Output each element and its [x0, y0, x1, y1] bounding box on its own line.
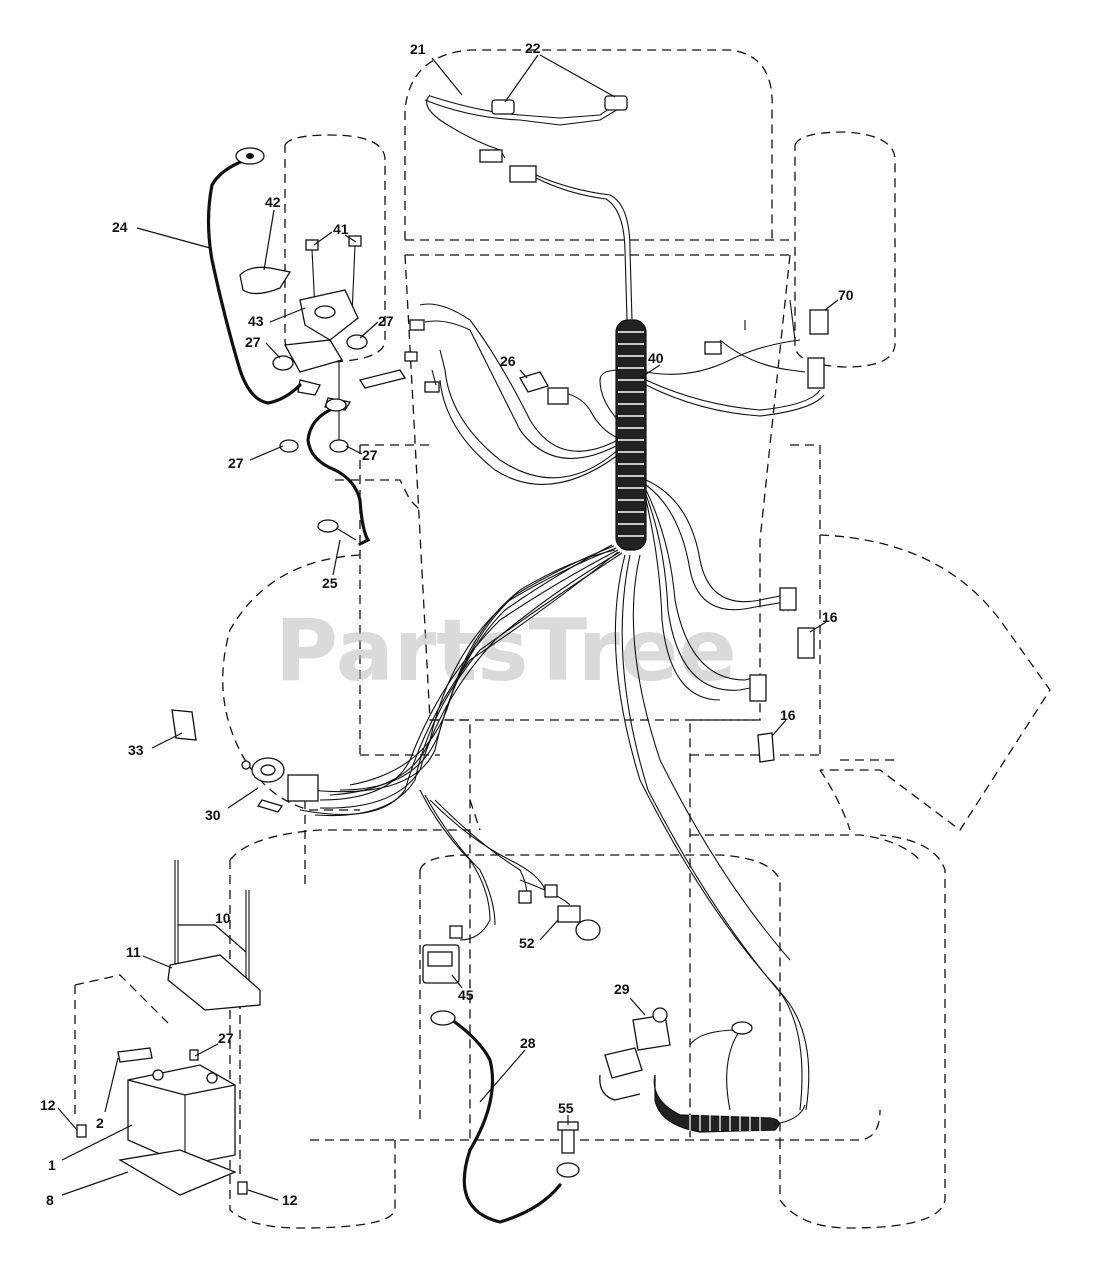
callout-11: 11 [126, 944, 141, 960]
callout-27-b: 27 [378, 313, 394, 329]
callout-8: 8 [46, 1192, 54, 1208]
callout-43: 43 [248, 313, 264, 329]
solenoid-bolt-left [305, 239, 319, 251]
callout-27-e: 27 [218, 1030, 234, 1046]
boot-42 [239, 266, 292, 295]
headlight-connector-right [604, 95, 628, 111]
connector-front-b [404, 351, 418, 362]
callout-27-c: 27 [228, 455, 244, 471]
nut-27-d [329, 439, 349, 453]
callout-27-a: 27 [245, 334, 261, 350]
rear-parts [430, 1007, 671, 1224]
rear-connectors [422, 884, 601, 984]
harness-conduit [615, 319, 647, 551]
connector-16-harness-a [779, 587, 797, 611]
headlight-plug [479, 149, 503, 163]
bolt-2 [117, 1047, 153, 1063]
callout-28: 28 [520, 1035, 536, 1051]
callout-70: 70 [838, 287, 854, 303]
callout-1: 1 [48, 1157, 56, 1173]
connector-70-c [704, 341, 722, 355]
ground-terminal-coil [731, 1021, 753, 1035]
callout-26: 26 [500, 353, 516, 369]
nut-27-c [279, 439, 299, 453]
callout-16-a: 16 [822, 609, 838, 625]
callout-29: 29 [614, 981, 630, 997]
headlight-socket [509, 165, 537, 183]
callout-10: 10 [215, 910, 231, 926]
callout-41: 41 [333, 221, 349, 237]
seat-switch-52 [575, 919, 601, 941]
callout-52: 52 [519, 935, 535, 951]
callout-40: 40 [648, 350, 664, 366]
watermark: PartsTree TM [275, 601, 796, 701]
connector-29 [604, 1047, 643, 1079]
callout-27-d: 27 [362, 447, 378, 463]
clip-12-b [237, 1181, 248, 1195]
connector-26-a [519, 371, 549, 393]
switch-16-a [797, 627, 815, 659]
hold-down-11 [167, 954, 261, 1011]
battery-cables [206, 147, 371, 546]
callout-21: 21 [410, 41, 426, 57]
callout-24: 24 [112, 219, 128, 235]
callout-12-b: 12 [282, 1192, 298, 1208]
main-harness [299, 303, 825, 1111]
battery-tray-8 [118, 1149, 237, 1196]
solenoid-terminal [358, 369, 407, 389]
nut-27-a [272, 355, 294, 371]
callout-16-b: 16 [780, 707, 796, 723]
watermark-text: PartsTree [275, 601, 737, 701]
callout-2: 2 [96, 1115, 104, 1131]
connector-52 [557, 905, 581, 923]
headlight-connector-left [491, 99, 515, 115]
battery-assembly [76, 860, 261, 1196]
connectors-16 [749, 587, 815, 763]
cable-25-terminal [317, 519, 339, 533]
callout-25: 25 [322, 575, 338, 591]
clip-12-a [76, 1124, 87, 1138]
callout-55: 55 [558, 1100, 574, 1116]
connector-front-a [409, 319, 425, 331]
callout-33: 33 [128, 742, 144, 758]
ignition-area [171, 709, 319, 813]
cable-28-terminal-bottom [556, 1162, 580, 1178]
regulator-33 [171, 709, 197, 741]
coiled-cord [653, 1021, 806, 1133]
connector-70-a [809, 309, 829, 335]
connector-front-c [424, 381, 440, 393]
connector-26-b [547, 387, 569, 405]
connectors-26 [404, 319, 569, 405]
callout-22: 22 [525, 40, 541, 56]
callout-45: 45 [458, 987, 474, 1003]
cable-28-terminal-top [430, 1010, 456, 1026]
connectors-70 [704, 299, 829, 389]
callout-42: 42 [265, 194, 281, 210]
tractor-outline [74, 49, 1051, 1229]
switch-16-b [757, 732, 775, 763]
connector-16-harness-b [749, 674, 767, 702]
leader-lines [57, 54, 839, 1201]
callout-30: 30 [205, 807, 221, 823]
connector-70-b [807, 357, 825, 389]
callout-12-a: 12 [40, 1097, 56, 1113]
headlight-harness [424, 94, 633, 321]
nut-27-b [346, 334, 368, 350]
ignition-connector [287, 774, 319, 802]
solenoid-body [283, 339, 343, 373]
callout-labels: 21 22 24 42 41 43 27 27 27 27 25 26 40 7… [40, 40, 854, 1208]
